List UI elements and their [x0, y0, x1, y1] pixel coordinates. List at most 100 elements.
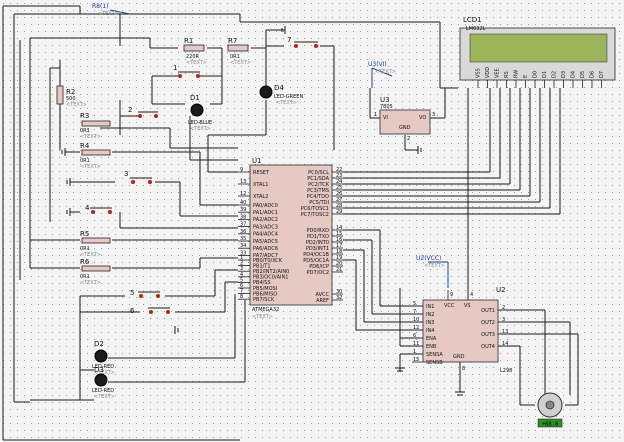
u3-pin-3: 3 [432, 112, 435, 118]
u1-pin-number: 21 [336, 267, 342, 273]
u1-pin-number: 24 [336, 179, 342, 185]
u2-pin-number: 4 [470, 292, 473, 298]
svg-text:4: 4 [85, 204, 90, 212]
u2-pin-name: VS [464, 303, 471, 309]
svg-text:R7: R7 [228, 37, 237, 45]
u3-regulator: U3 7805 VI VO GND 1 3 2 [374, 96, 435, 142]
power-terminal-u3: U3(VI) <TEXT> [368, 61, 396, 88]
u1-pin-number: 13 [240, 179, 246, 185]
u1-pin-name: PA3/ADC3 [253, 224, 278, 230]
svg-text:R6: R6 [80, 258, 90, 266]
u1-right-pins: 22PC0/SCL23PC1/SDA24PC2/TCK25PC3/TMS26PC… [301, 167, 343, 304]
u2-pin-name: SENSA [426, 352, 443, 358]
svg-text:R1: R1 [184, 37, 193, 45]
u2-pin-number: 11 [413, 341, 419, 347]
u3-pin-1: 1 [374, 112, 377, 118]
svg-text:500: 500 [66, 96, 76, 102]
u1-pin-name: PC0/SCL [308, 170, 329, 176]
u2-pin-number: 10 [413, 317, 419, 323]
u2-pin-number: 2 [502, 305, 505, 311]
u1-pin-number: 15 [336, 231, 342, 237]
u2-pin-name: ENB [426, 344, 437, 350]
svg-text:0R1: 0R1 [80, 128, 90, 134]
u1-pin-name: PC6/TOSC1 [301, 206, 329, 212]
u1-pin-name: PA2/ADC2 [253, 217, 278, 223]
svg-text:2: 2 [128, 106, 132, 114]
u2-pin-number: 9 [450, 292, 453, 298]
u2-pin-number: 14 [502, 341, 508, 347]
svg-text:D3: D3 [94, 366, 104, 374]
svg-text:6: 6 [130, 307, 135, 315]
u1-pin-name: PB7/SCK [253, 297, 275, 303]
resistor-r1: R1 220R <TEXT> [183, 37, 207, 66]
svg-text:<TEXT>: <TEXT> [230, 60, 251, 66]
u1-pin-name: PD0/RXD [307, 228, 330, 234]
svg-text:3: 3 [124, 170, 128, 178]
u1-pin-number: 36 [240, 229, 246, 235]
u1-pin-number: 18 [336, 249, 342, 255]
svg-text:5: 5 [130, 289, 134, 297]
u1-pin-number: 26 [336, 191, 342, 197]
u2-pin-name: ENA [426, 336, 437, 342]
lcd-pin-label: E [523, 75, 529, 78]
svg-text:LED-BLUE: LED-BLUE [188, 120, 212, 126]
svg-text:<TEXT>: <TEXT> [98, 11, 119, 17]
svg-text:R3: R3 [80, 112, 89, 120]
u1-pin-number: 29 [336, 209, 342, 215]
svg-text:R5: R5 [80, 230, 89, 238]
switch-4: 4 [85, 204, 112, 214]
u1-pin-name: XTAL1 [253, 182, 268, 188]
u1-pin-number: 12 [240, 191, 246, 197]
svg-text:<TEXT>: <TEXT> [186, 60, 207, 66]
u1-pin-name: PD2/INT0 [306, 240, 329, 246]
svg-text:<TEXT>: <TEXT> [94, 370, 115, 376]
u1-pin-name: PA6/ADC6 [253, 246, 278, 252]
u1-model: ATMEGA32 [252, 307, 279, 313]
resistor-r5: R5 0R1 <TEXT> [80, 230, 111, 258]
u1-pin-number: 22 [336, 167, 342, 173]
u3-model: 7805 [380, 104, 393, 110]
u2-pin-name: OUT4 [481, 344, 495, 350]
u2-pin-number: 13 [502, 329, 508, 335]
u1-pin-number: 2 [240, 261, 243, 267]
u1-pin-number: 38 [240, 214, 246, 220]
u1-pin-name: PD7/OC2 [307, 270, 329, 276]
u1-pin-number: 20 [336, 261, 342, 267]
u3-vi-label: U3(VI) [368, 61, 387, 68]
u1-pin-name: PD6/ICP [309, 264, 329, 270]
u2-pin-name: IN4 [426, 328, 434, 334]
lcd-pin-label: VEE [495, 68, 501, 78]
u1-pin-number: 17 [336, 243, 342, 249]
u1-pin-number: 39 [240, 207, 246, 213]
u2-pin-name: OUT2 [481, 320, 495, 326]
led-d1-blue: D1 LED-BLUE <TEXT> [188, 94, 212, 132]
u2-pin-name: OUT1 [481, 308, 495, 314]
svg-text:0R1: 0R1 [80, 246, 90, 252]
svg-text:R4: R4 [80, 142, 90, 150]
u1-pin-name: PB4/SS [253, 280, 271, 286]
svg-text:<TEXT>: <TEXT> [66, 102, 87, 108]
u3-ref: U3 [380, 96, 390, 104]
u1-pin-name: PD4/OC1B [303, 252, 329, 258]
u2-pin-number: 12 [413, 325, 419, 331]
u2-model: L298 [500, 368, 512, 374]
u1-pin-name: PC1/SDA [307, 176, 329, 182]
svg-text:1: 1 [173, 64, 177, 72]
u2-pin-name: IN3 [426, 320, 434, 326]
svg-text:D2: D2 [94, 340, 104, 348]
switch-7: 7 [287, 36, 318, 48]
svg-text:<TEXT>: <TEXT> [80, 134, 101, 140]
switch-3: 3 [124, 170, 152, 184]
u1-pin-name: PC5/TDI [309, 200, 329, 206]
u1-pin-number: 8 [240, 294, 243, 300]
resistor-r4: R4 0R1 <TEXT> [80, 142, 111, 170]
u1-pin-name: PB5/MOSI [253, 286, 277, 292]
u1-pin-number: 35 [240, 236, 246, 242]
u3-gnd: GND [399, 125, 411, 131]
svg-text:<TEXT>: <TEXT> [276, 100, 297, 106]
